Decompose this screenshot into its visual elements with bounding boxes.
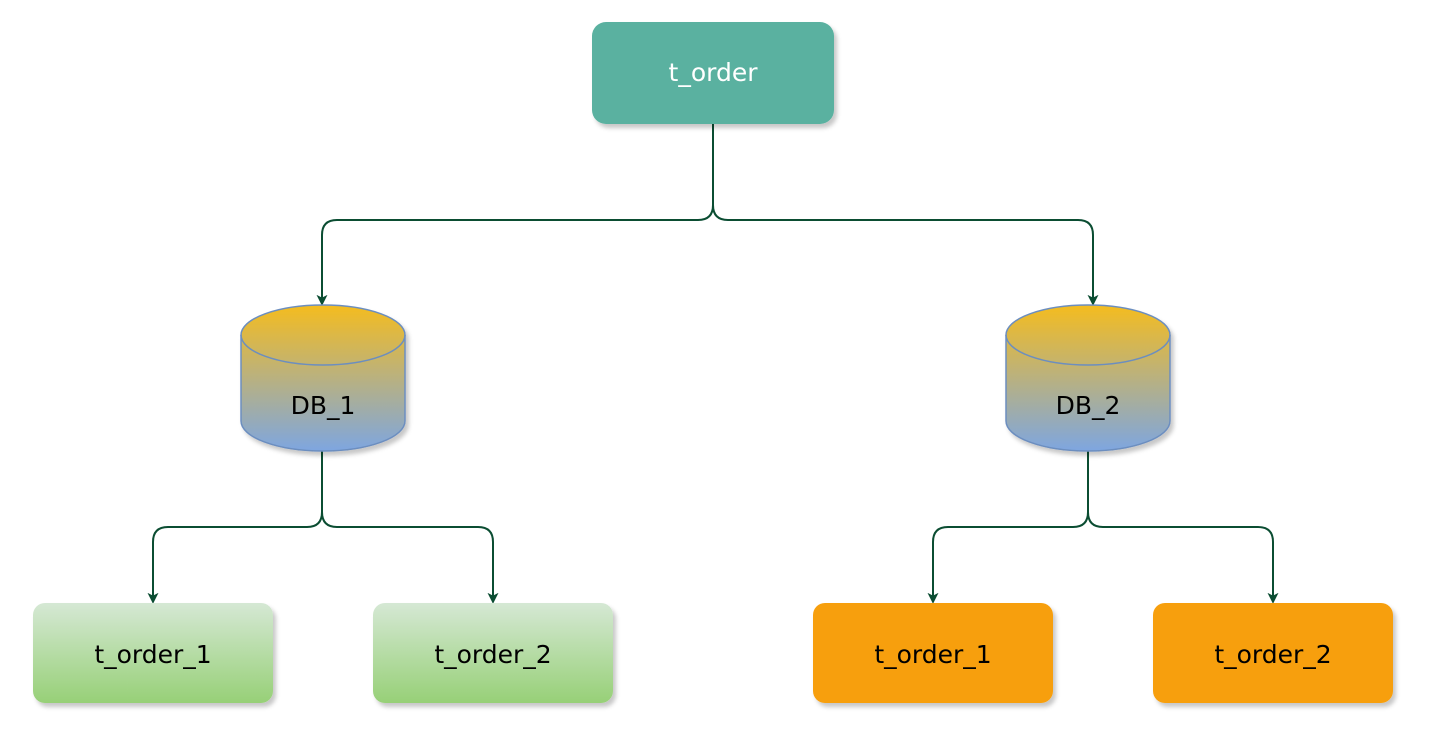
db1-table-label-1: t_order_1 [94,640,211,669]
db2-table-node-1: t_order_1 [813,603,1053,703]
db2-table-label-1: t_order_1 [874,640,991,669]
db1-table-node-1: t_order_1 [33,603,273,703]
db2-table-node-2: t_order_2 [1153,603,1393,703]
database-label-2: DB_2 [1056,391,1121,420]
db1-table-label-2: t_order_2 [434,640,551,669]
connector-db1-to-table1 [147,451,323,604]
root-table-label: t_order [669,58,759,87]
root-table-node: t_order [592,22,834,124]
db1-table-node-2: t_order_2 [373,603,613,703]
connector-db2-to-table1 [927,451,1089,604]
database-label-1: DB_1 [291,391,356,420]
connector-root-to-db1 [316,124,714,306]
database-cylinder-icon [240,304,406,452]
database-node-1: DB_1 [240,304,406,452]
database-node-2: DB_2 [1005,304,1171,452]
connector-db1-to-table2 [321,451,499,604]
db2-table-label-2: t_order_2 [1214,640,1331,669]
database-cylinder-icon [1005,304,1171,452]
connector-root-to-db2 [712,124,1099,306]
connector-db2-to-table2 [1087,451,1279,604]
